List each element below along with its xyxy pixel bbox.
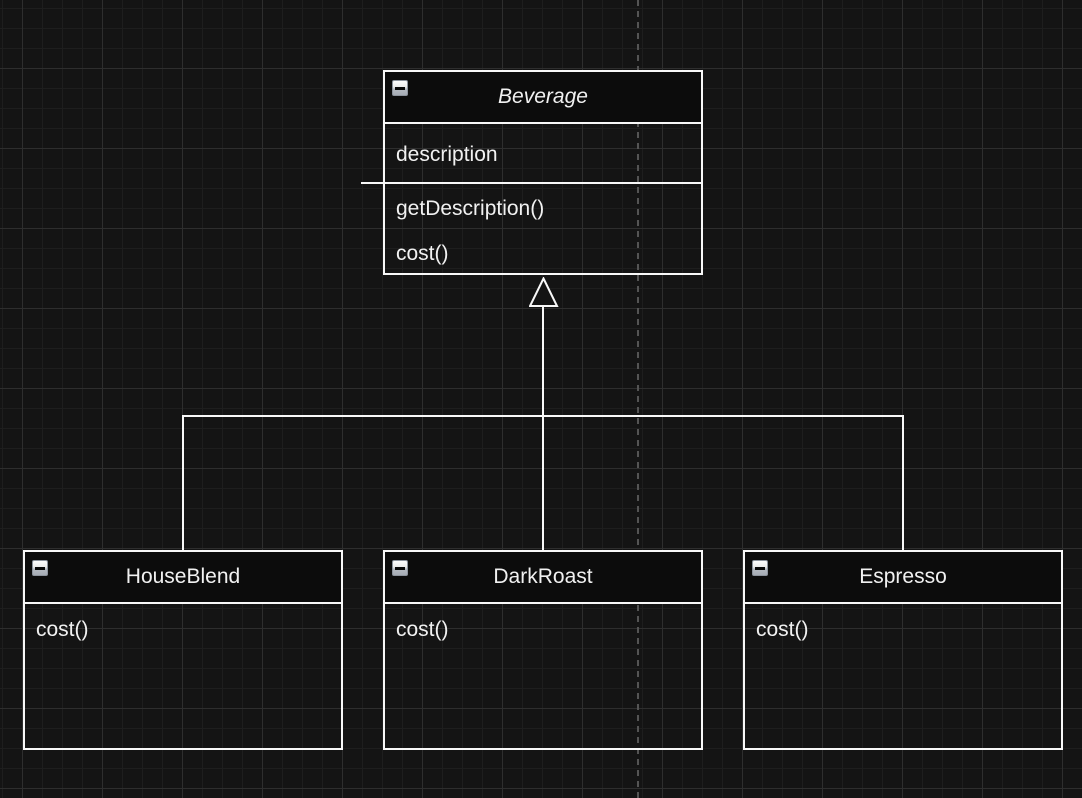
class-box-espresso[interactable]: Espresso cost() (743, 550, 1063, 750)
method-row-getdescription[interactable]: getDescription() (385, 185, 701, 233)
method-row-cost[interactable]: cost() (385, 233, 701, 275)
collapse-minus-icon[interactable] (32, 560, 48, 576)
minus-glyph (395, 567, 405, 570)
page-break-line (637, 0, 639, 798)
class-box-darkroast[interactable]: DarkRoast cost() (383, 550, 703, 750)
attribute-label: description (396, 142, 498, 166)
attribute-row-description[interactable]: description (385, 124, 701, 185)
minus-glyph (395, 87, 405, 90)
class-box-beverage[interactable]: Beverage description getDescription() co… (361, 70, 703, 275)
method-row-cost[interactable]: cost() (745, 604, 1061, 656)
method-label: cost() (396, 618, 449, 641)
collapse-minus-icon[interactable] (392, 80, 408, 96)
class-name-label: HouseBlend (125, 565, 241, 588)
minus-glyph (755, 567, 765, 570)
class-title-espresso[interactable]: Espresso (745, 552, 1061, 604)
inheritance-edge-drop-houseblend[interactable] (182, 415, 184, 550)
class-name-label: Espresso (859, 565, 947, 588)
inheritance-edge-drop-darkroast[interactable] (542, 415, 544, 550)
class-title-beverage[interactable]: Beverage (385, 72, 701, 124)
class-title-houseblend[interactable]: HouseBlend (25, 552, 341, 604)
method-label: cost() (36, 618, 89, 641)
method-label: getDescription() (396, 197, 545, 220)
method-row-cost[interactable]: cost() (385, 604, 701, 656)
collapse-minus-icon[interactable] (392, 560, 408, 576)
class-box-houseblend[interactable]: HouseBlend cost() (23, 550, 343, 750)
inheritance-edge-trunk[interactable] (542, 306, 544, 417)
method-row-cost[interactable]: cost() (25, 604, 341, 656)
inheritance-arrow-icon (529, 277, 559, 307)
class-title-darkroast[interactable]: DarkRoast (385, 552, 701, 604)
class-name-label: DarkRoast (493, 565, 593, 588)
inheritance-edge-drop-espresso[interactable] (902, 415, 904, 550)
method-label: cost() (396, 242, 449, 265)
member-divider-line[interactable] (361, 182, 703, 184)
collapse-minus-icon[interactable] (752, 560, 768, 576)
method-label: cost() (756, 618, 809, 641)
class-name-label: Beverage (498, 85, 588, 108)
minus-glyph (35, 567, 45, 570)
